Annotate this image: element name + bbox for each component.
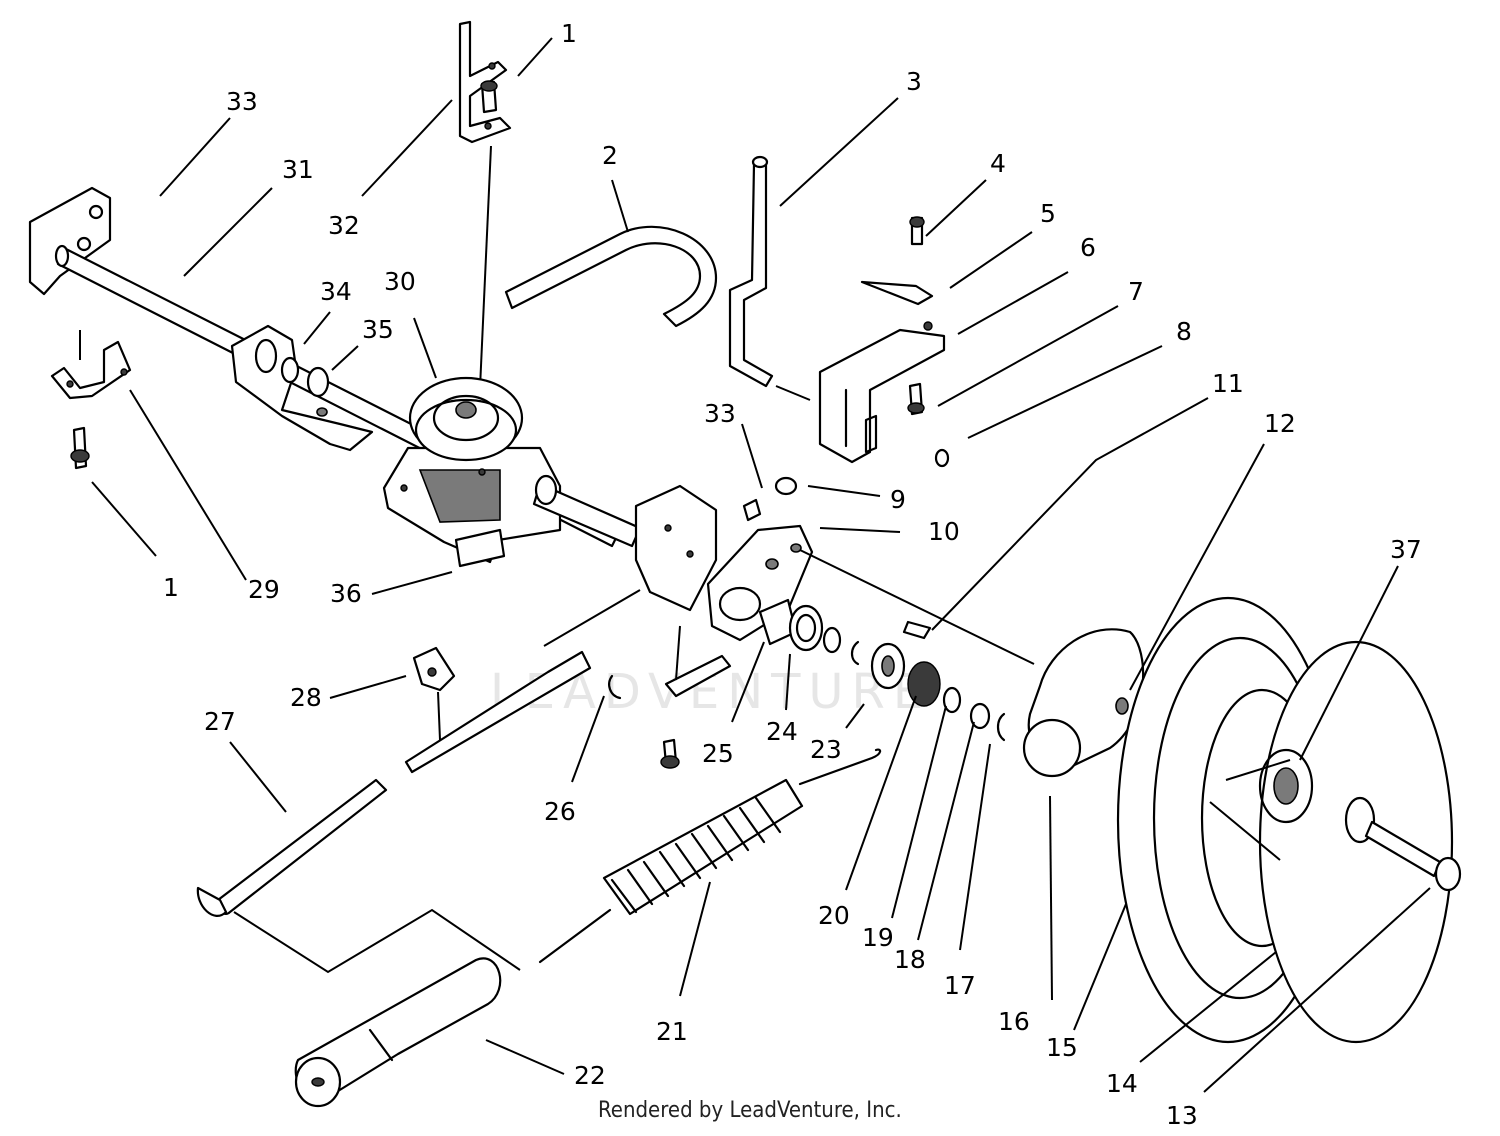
callout-36: 36 [330, 579, 362, 608]
credit-text: Rendered by LeadVenture, Inc. [598, 1098, 902, 1123]
callout-14: 14 [1106, 1069, 1138, 1098]
part-wheel-tire [1116, 596, 1454, 1044]
part-belt-guide [504, 225, 718, 328]
callout-16: 16 [998, 1007, 1030, 1036]
callout-3: 3 [906, 67, 922, 96]
callout-20: 20 [818, 901, 850, 930]
callout-35: 35 [362, 315, 394, 344]
part-hub-plates [634, 476, 814, 642]
callout-1-top: 1 [561, 19, 577, 48]
callout-15: 15 [1046, 1033, 1078, 1062]
callout-34: 34 [320, 277, 352, 306]
callout-6: 6 [1080, 233, 1096, 262]
part-gear-assembly [870, 642, 1006, 742]
callout-28: 28 [290, 683, 322, 712]
callout-2: 2 [602, 141, 618, 170]
callout-37: 37 [1390, 535, 1422, 564]
callout-30: 30 [384, 267, 416, 296]
part-axle-bolt [1364, 820, 1462, 892]
callout-7: 7 [1128, 277, 1144, 306]
part-key [902, 620, 932, 640]
callout-10: 10 [928, 517, 960, 546]
callout-8: 8 [1176, 317, 1192, 346]
callout-18: 18 [894, 945, 926, 974]
callout-25: 25 [702, 739, 734, 768]
callout-29: 29 [248, 575, 280, 604]
callout-22: 22 [574, 1061, 606, 1090]
part-control-bracket [818, 216, 950, 468]
callout-17: 17 [944, 971, 976, 1000]
callout-27: 27 [204, 707, 236, 736]
part-shift-lever [196, 646, 732, 917]
part-transmission [382, 376, 642, 568]
callout-leaders [91, 37, 1431, 1093]
part-spring [538, 748, 882, 964]
callout-9: 9 [890, 485, 906, 514]
callout-23: 23 [810, 735, 842, 764]
callout-1-left: 1 [163, 573, 179, 602]
callout-4: 4 [990, 149, 1006, 178]
part-bushings-washers [758, 598, 860, 666]
callout-11: 11 [1212, 369, 1244, 398]
callout-33-top: 33 [226, 87, 258, 116]
callout-31: 31 [282, 155, 314, 184]
callout-33-mid: 33 [704, 399, 736, 428]
callout-32: 32 [328, 211, 360, 240]
callout-12: 12 [1264, 409, 1296, 438]
callout-19: 19 [862, 923, 894, 952]
part-roller [294, 957, 502, 1108]
callout-24: 24 [766, 717, 798, 746]
callout-13: 13 [1166, 1101, 1198, 1130]
part-mount-bracket [50, 330, 132, 400]
callout-21: 21 [656, 1017, 688, 1046]
part-wheel-drum [1022, 628, 1145, 778]
part-shift-rod [728, 155, 774, 388]
part-bolt-left [70, 426, 90, 470]
callout-5: 5 [1040, 199, 1056, 228]
part-collar-bushings [230, 324, 374, 452]
assembly-reference-lines [233, 385, 1291, 974]
callout-labels: 1 1 2 3 4 5 6 7 8 9 10 11 12 13 14 15 16… [163, 19, 1422, 1130]
callout-26: 26 [544, 797, 576, 826]
